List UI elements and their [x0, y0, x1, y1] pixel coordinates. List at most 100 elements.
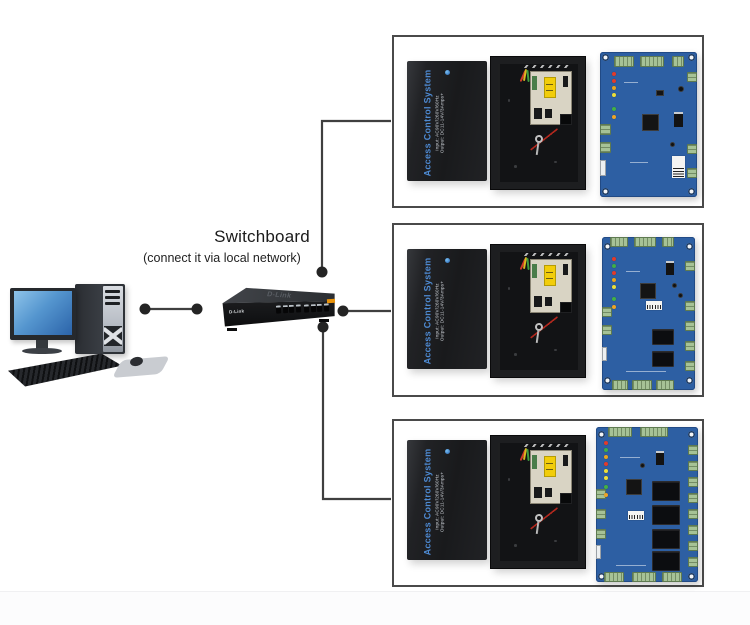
silkscreen [624, 82, 638, 83]
controller-board-four-door [596, 427, 698, 582]
screw-hole [514, 165, 517, 168]
power-supply-board [530, 450, 572, 505]
psu-component [562, 455, 569, 466]
ethernet-port [303, 304, 310, 313]
terminal-block [632, 572, 656, 582]
led [612, 297, 616, 301]
ic-chip [640, 283, 656, 299]
screw-hole [554, 539, 557, 543]
terminal-block [600, 142, 611, 153]
terminal-block [610, 237, 628, 247]
hinge-marks [523, 253, 572, 256]
ic-chip [656, 90, 664, 96]
voltage-regulator [674, 112, 683, 127]
computer-monitor [10, 288, 76, 340]
mounting-hole [602, 188, 609, 195]
led [612, 93, 616, 97]
ethernet-port [295, 304, 301, 313]
led [612, 285, 616, 289]
switch-foot [227, 328, 237, 331]
terminal-block [685, 341, 695, 351]
terminal-block [672, 56, 684, 67]
ethernet-port [323, 303, 329, 312]
lid-spec-output: Output: DC11-14V/3Amps+ [439, 93, 445, 154]
green-wire [526, 448, 530, 461]
hinge-marks [523, 65, 572, 68]
lid-title: Access Control System [422, 257, 433, 365]
lid-text: Access Control System Input: AC90V/260V/… [422, 254, 445, 368]
warning-label [543, 456, 556, 478]
computer-tower [75, 284, 125, 354]
led [604, 485, 608, 489]
node-dot-pc [139, 303, 151, 315]
mounting-hole [598, 431, 605, 438]
voltage-regulator [656, 451, 664, 465]
terminal-block [688, 509, 698, 519]
psu-terminal [532, 455, 538, 469]
relay [652, 551, 680, 571]
terminal-block [687, 144, 697, 154]
node-dot-switch-top [316, 266, 328, 278]
lock-latch [559, 113, 572, 125]
label-line [545, 83, 554, 85]
led [604, 455, 608, 459]
silkscreen [616, 565, 646, 566]
terminal-block [688, 445, 698, 455]
screw-hole [507, 99, 511, 102]
key-stem [535, 520, 540, 534]
terminal-block [608, 427, 632, 437]
controller-board-two-door [602, 237, 695, 390]
lid-title: Access Control System [422, 69, 433, 177]
screw-hole [514, 544, 517, 547]
barcode [647, 305, 661, 310]
led [604, 448, 608, 452]
psu-terminal [532, 76, 538, 90]
mounting-hole [604, 243, 611, 250]
key-stem [535, 141, 540, 155]
barcode [629, 515, 643, 520]
white-connector [596, 545, 601, 559]
green-wire [526, 257, 530, 270]
led [604, 441, 608, 445]
barcode [673, 166, 684, 177]
lid-text: Access Control System Input: AC90V/260V/… [422, 66, 445, 180]
psu-component [534, 107, 543, 120]
switchboard-title: Switchboard [214, 227, 310, 246]
node-dot-switch-left [191, 303, 203, 315]
led [604, 462, 608, 466]
node-dot-switch-right [337, 305, 349, 317]
lid-title: Access Control System [422, 448, 433, 556]
drive-bay [105, 290, 120, 293]
terminal-block [688, 477, 698, 487]
terminal-block [688, 461, 698, 471]
computer-keyboard [8, 353, 122, 387]
white-connector [602, 347, 607, 361]
silkscreen [620, 457, 640, 458]
label-line [545, 277, 554, 279]
label-line [545, 271, 554, 273]
lid-logo-dot [445, 70, 450, 75]
screw-hole [554, 348, 557, 352]
lid-spec-output: Output: DC11-14V/3Amps+ [439, 472, 445, 533]
led [604, 493, 608, 497]
terminal-block [688, 493, 698, 503]
ethernet-port [282, 305, 288, 314]
relay [652, 351, 674, 367]
switch-foot [319, 319, 329, 322]
lid-spec-output: Output: DC11-14V/3Amps+ [439, 281, 445, 342]
terminal-block [612, 380, 628, 390]
green-wire [526, 69, 530, 82]
terminal-block [685, 321, 695, 331]
node-dot-switch-bottom [317, 321, 329, 333]
capacitor [670, 142, 675, 147]
terminal-block [602, 325, 612, 335]
screw-hole [554, 160, 557, 164]
psu-terminal [532, 264, 538, 278]
lid-logo-dot [445, 258, 450, 263]
terminal-block [656, 380, 674, 390]
network-switch: D-Link D-Link [219, 286, 337, 338]
mounting-hole [604, 377, 611, 384]
ethernet-port [275, 305, 282, 314]
